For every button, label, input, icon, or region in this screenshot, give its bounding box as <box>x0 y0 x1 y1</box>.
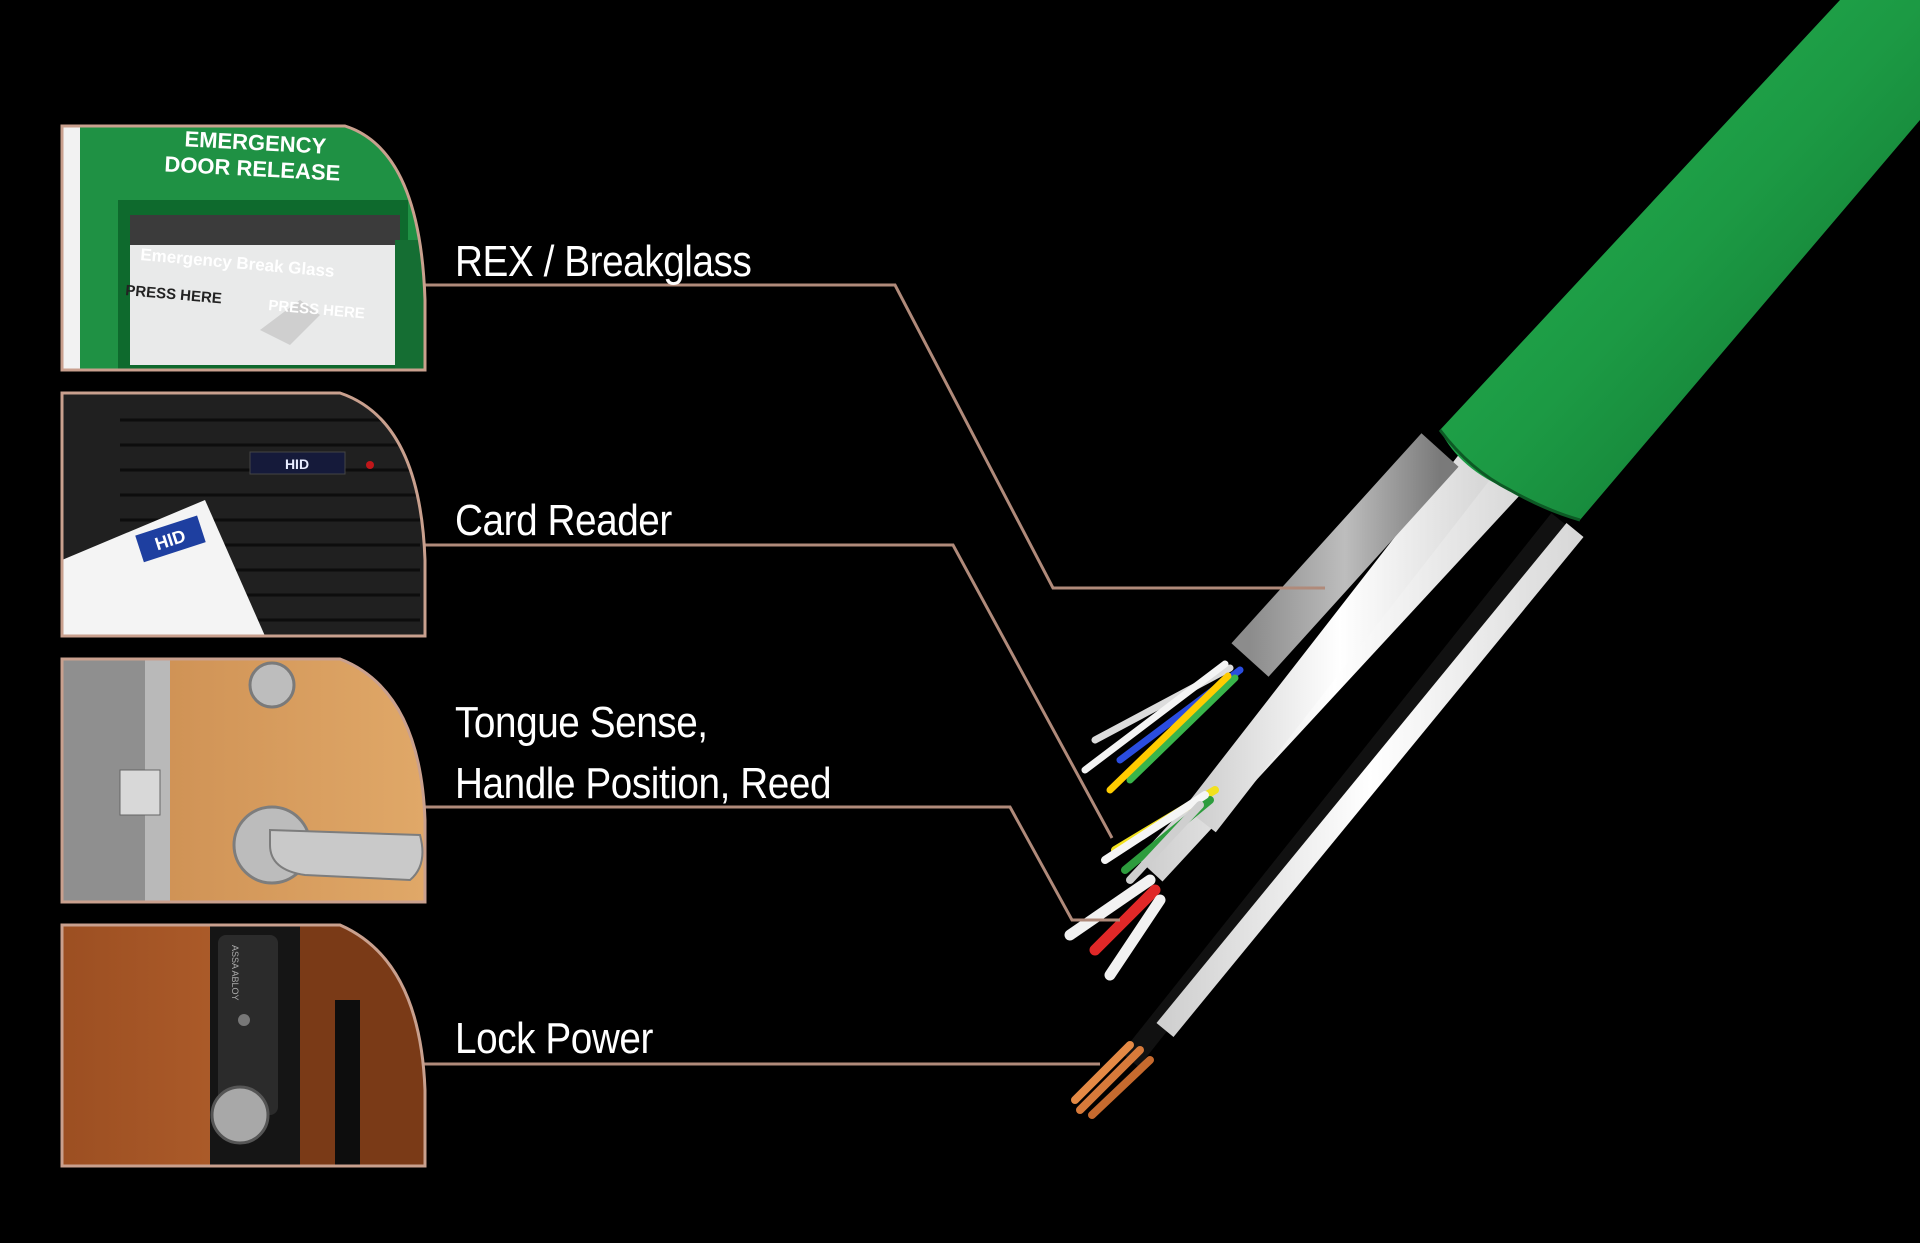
lock-brand: ASSA ABLOY <box>230 945 240 1001</box>
panel-border <box>60 124 427 372</box>
leader-lines <box>420 283 1325 1066</box>
leader-line-rex <box>420 283 1325 590</box>
panel-tongue-sense <box>60 657 427 904</box>
label-tongue-sense-line2: Handle Position, Reed <box>455 759 832 808</box>
grey-shielded-cable <box>1231 433 1459 677</box>
panel-border <box>60 391 427 638</box>
leader-line-tongue-sense <box>420 805 1120 922</box>
cable-jacket <box>1440 0 1920 520</box>
reader-conductors <box>1101 786 1219 884</box>
panel-card-reader <box>60 391 427 638</box>
leader-line-card-reader <box>420 543 1114 839</box>
sense-conductors <box>1064 874 1166 981</box>
power-conductors <box>1071 1041 1154 1119</box>
panel-rex-breakglass <box>60 124 427 372</box>
panel-lock-power <box>60 923 427 1168</box>
label-lock-power: Lock Power <box>455 1014 653 1063</box>
label-card-reader: Card Reader <box>455 496 672 545</box>
panel-border <box>60 923 427 1168</box>
rex-conductors <box>1081 660 1244 794</box>
cable <box>1064 0 1920 1119</box>
white-wire-thin <box>1156 523 1584 1037</box>
label-rex-breakglass: REX / Breakglass <box>455 237 752 286</box>
reader-hid-logo: HID <box>285 456 309 472</box>
white-conductor <box>1184 447 1496 833</box>
label-tongue-sense-line1: Tongue Sense, <box>455 698 708 747</box>
panel-border <box>60 657 427 904</box>
